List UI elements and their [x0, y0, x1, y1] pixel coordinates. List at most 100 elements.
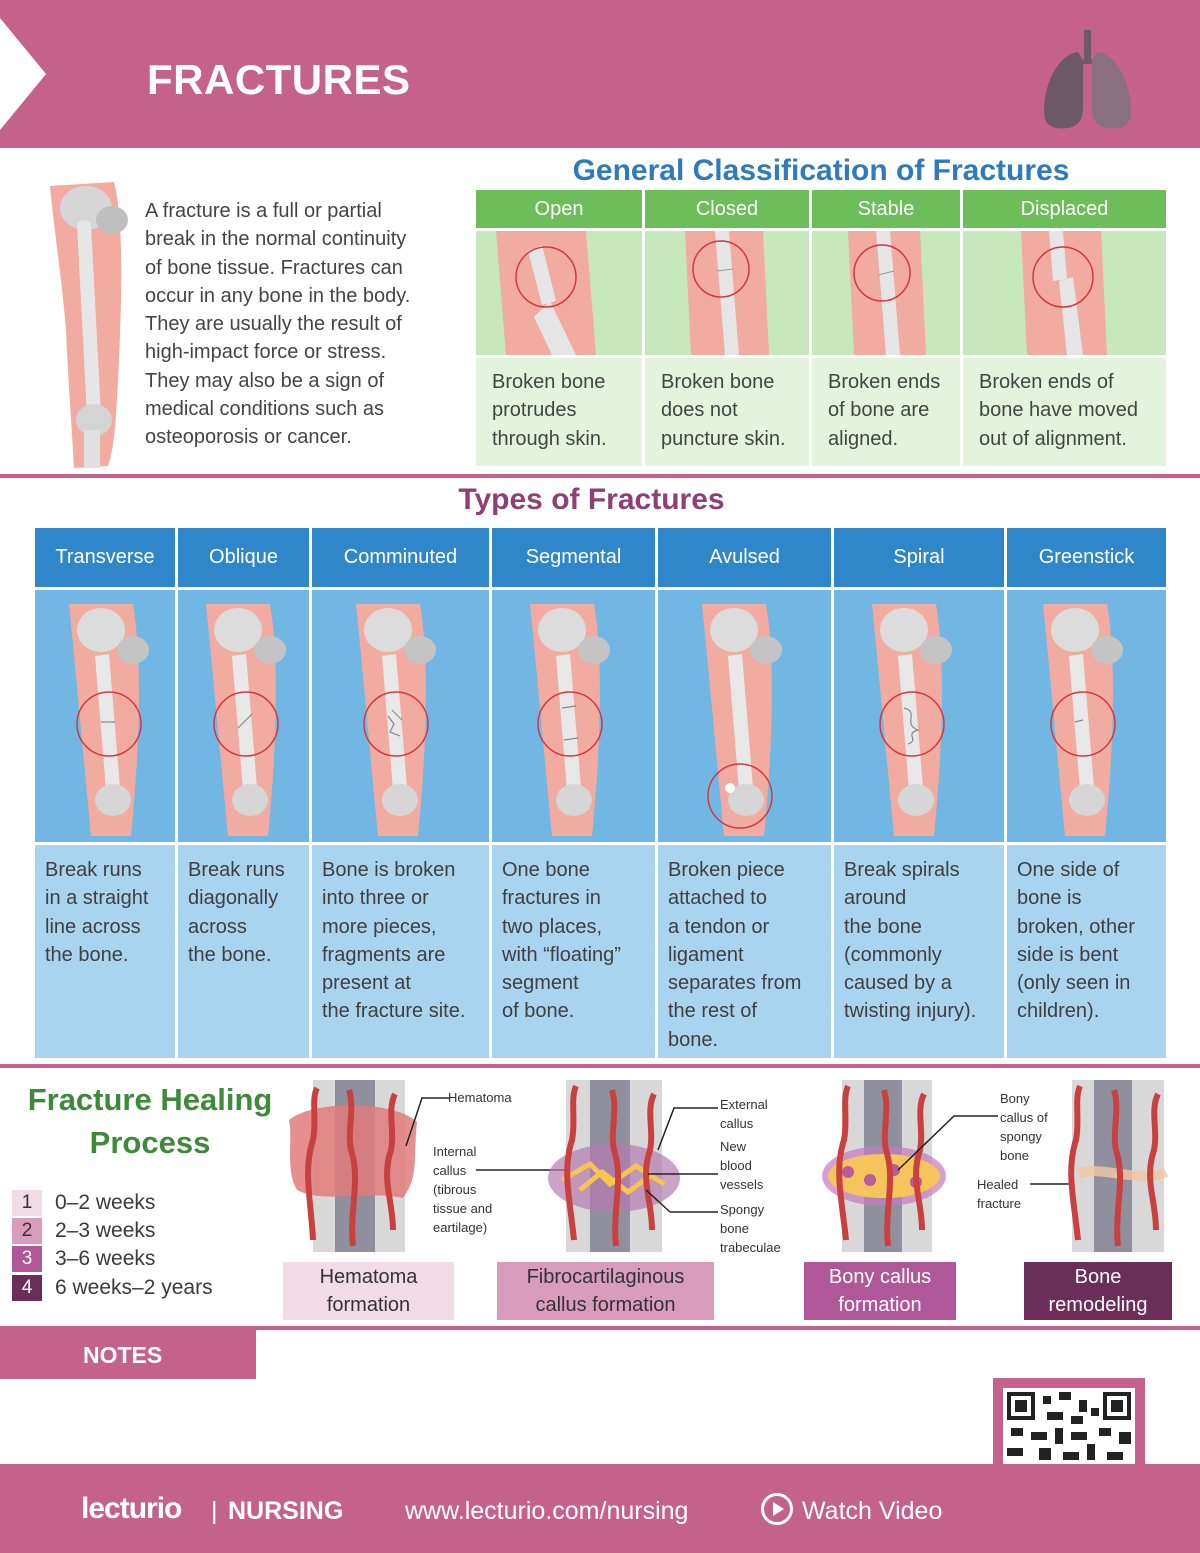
leg-bone-illustration [50, 182, 128, 468]
open-fracture-image [476, 231, 642, 355]
desc-line: more pieces, [322, 915, 437, 938]
label-line: callus [720, 1116, 754, 1131]
label-line: callus of [1000, 1110, 1048, 1125]
femur-illustration [69, 604, 149, 836]
classification-displaced: Displaced Broken ends of bone have moved… [963, 190, 1166, 466]
legend-number: 4 [12, 1275, 42, 1301]
desc-line: of bone are [828, 399, 930, 422]
label-line: Bony [1000, 1091, 1030, 1106]
healing-title-line: Process [89, 1125, 211, 1160]
type-label: Transverse [35, 528, 175, 587]
desc-line: bone. [668, 1028, 719, 1051]
type-label: Spiral [834, 528, 1004, 587]
spiral-image [834, 590, 1004, 842]
play-icon[interactable] [760, 1492, 794, 1526]
label-line: New [720, 1139, 747, 1154]
label-line: tissue and [433, 1201, 493, 1216]
healing-title: Fracture Healing Process [0, 1078, 300, 1164]
stage-bony-callus: Bony callus formation [804, 1262, 956, 1320]
healed-fracture-leader [1030, 1183, 1074, 1185]
desc-line: attached to [668, 887, 767, 910]
desc-line: segment [502, 972, 579, 995]
femur-illustration [1043, 604, 1123, 836]
stage-line: formation [326, 1294, 411, 1316]
desc-line: the fracture site. [322, 1000, 466, 1023]
intro-line: break in the normal continuity [145, 228, 407, 251]
classification-description: Broken ends of bone have moved out of al… [963, 358, 1166, 466]
label-line: bone [1000, 1148, 1029, 1163]
lecturio-logo[interactable]: lecturio [81, 1492, 182, 1525]
intro-line: of bone tissue. Fractures can [145, 256, 403, 279]
desc-line: a tendon or [668, 915, 770, 938]
type-description: Break runs in a straight line across the… [35, 845, 175, 1058]
fibro-leaders [645, 1107, 718, 1213]
label-line: Healed [977, 1177, 1019, 1192]
type-description: Break runs diagonally across the bone. [178, 845, 309, 1058]
stage-line: Bone [1074, 1266, 1122, 1288]
intro-line: They are usually the result of [145, 313, 402, 336]
type-description: Bone is broken into three or more pieces… [312, 845, 489, 1058]
desc-line: Broken bone [492, 371, 606, 393]
fracture-illustration [496, 231, 596, 355]
bony-callus-label: Bony callus of spongy bone [1000, 1089, 1048, 1165]
intro-line: A fracture is a full or partial [145, 200, 382, 222]
footer-url-link[interactable]: www.lecturio.com/nursing [405, 1497, 689, 1525]
desc-line: One bone [502, 859, 590, 881]
stage-line: Fibrocartilaginous [526, 1266, 685, 1288]
notes-label: NOTES [83, 1342, 163, 1368]
stable-fracture-image [812, 231, 960, 355]
legend-number: 1 [12, 1190, 42, 1216]
legend-number: 3 [12, 1246, 42, 1272]
desc-line: the bone. [45, 943, 129, 966]
healing-title-line: Fracture Healing [27, 1082, 273, 1117]
bony-callus-leader [897, 1115, 998, 1171]
classification-description: Broken bone protrudes through skin. [476, 358, 642, 466]
hematoma-label: Hematoma [448, 1090, 512, 1105]
desc-line: separates from [668, 972, 802, 995]
page-header: FRACTURES [0, 0, 1200, 148]
type-transverse: Transverse Break runs in a straight line… [35, 528, 175, 1058]
watch-video-link[interactable]: Watch Video [802, 1497, 943, 1525]
stage-line: formation [838, 1294, 922, 1316]
type-label: Avulsed [658, 528, 831, 587]
stage-bone-remodeling: Bone remodeling [1024, 1262, 1172, 1320]
femur-illustration [356, 604, 436, 836]
chevron-right-icon [0, 18, 46, 130]
type-label: Comminuted [312, 528, 489, 587]
desc-line: (only seen in [1017, 972, 1131, 995]
internal-callus-label: Internal callus (tibrous tissue and eart… [433, 1142, 492, 1237]
avulsed-image [658, 590, 831, 842]
legend-label: 6 weeks–2 years [55, 1276, 213, 1299]
desc-line: caused by a [844, 972, 952, 995]
desc-line: present at [322, 972, 411, 995]
femur-illustration [872, 604, 952, 836]
desc-line: broken, other [1017, 915, 1135, 938]
desc-line: (commonly [844, 943, 942, 966]
desc-line: Break spirals [844, 859, 960, 881]
hematoma-illustration [289, 1080, 417, 1252]
fibrocartilaginous-illustration [548, 1080, 680, 1252]
remodeling-illustration [1068, 1080, 1168, 1252]
classification-label: Open [476, 190, 642, 228]
label-line: fracture [977, 1196, 1022, 1211]
desc-line: the bone [844, 915, 922, 938]
desc-line: Broken ends of [979, 371, 1114, 393]
external-callus-label: External callus [720, 1095, 768, 1133]
type-label: Greenstick [1007, 528, 1166, 587]
classification-label: Stable [812, 190, 960, 228]
femur-illustration [530, 604, 610, 836]
intro-line: occur in any bone in the body. [145, 284, 411, 307]
stage-line: callus formation [535, 1294, 676, 1316]
types-title: Types of Fractures [458, 483, 725, 516]
fracture-illustration [1021, 231, 1107, 355]
desc-line: bone have moved [979, 399, 1139, 422]
closed-fracture-image [645, 231, 809, 355]
type-greenstick: Greenstick One side of bone is broken, o… [1007, 528, 1166, 1058]
hematoma-leader [405, 1097, 450, 1147]
desc-line: Broken bone [661, 371, 775, 393]
desc-line: side is bent [1017, 943, 1119, 966]
legend-label: 0–2 weeks [55, 1191, 156, 1214]
classification-closed: Closed Broken bone does not puncture ski… [645, 190, 809, 466]
classification-description: Broken ends of bone are aligned. [812, 358, 960, 466]
fracture-illustration [685, 231, 769, 355]
